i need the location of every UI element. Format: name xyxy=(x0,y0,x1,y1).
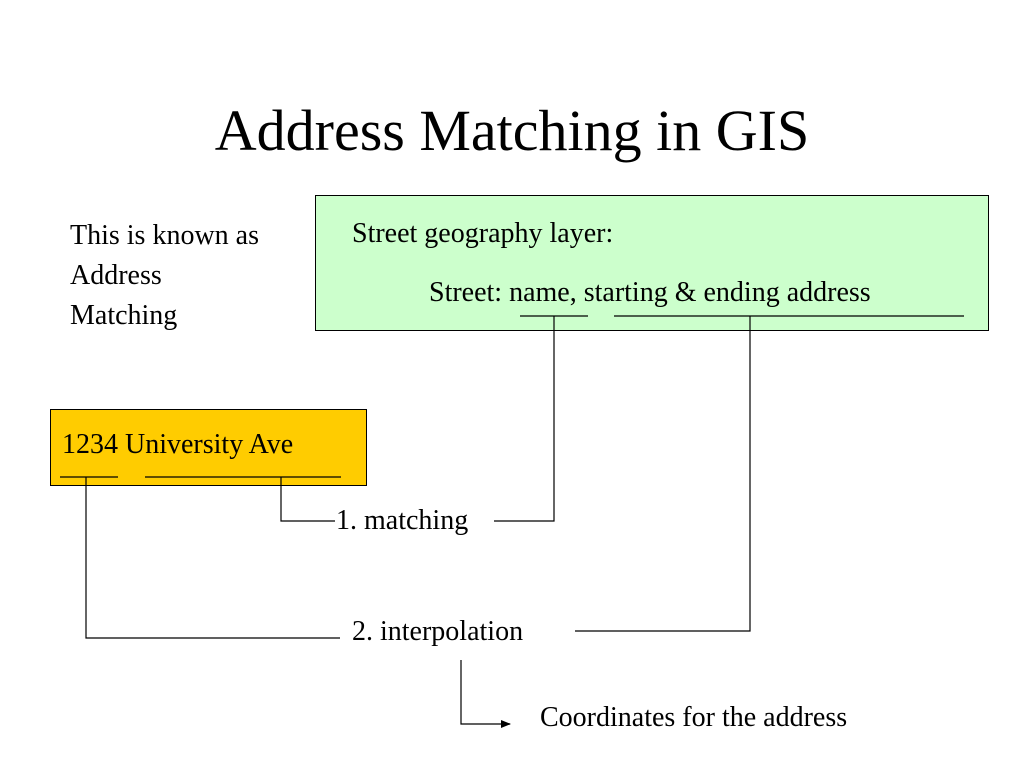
result-arrow xyxy=(460,660,511,728)
matching-connector-left xyxy=(280,477,335,522)
input-address-text: 1234 University Ave xyxy=(62,429,294,460)
note-line-1: This is known as xyxy=(70,220,259,251)
result-coordinates-label: Coordinates for the address xyxy=(540,702,848,733)
address-matching-note: This is known as Address Matching xyxy=(70,216,320,336)
matching-connector-right xyxy=(494,316,555,522)
matching-step-label: 1. matching xyxy=(336,505,469,536)
slide-title: Address Matching in GIS xyxy=(214,98,810,163)
interpolation-connector-left xyxy=(85,477,340,639)
interpolation-connector-right xyxy=(575,316,751,632)
note-line-3: Matching xyxy=(70,300,178,331)
note-line-2: Address xyxy=(70,260,162,291)
input-address-box xyxy=(50,409,367,486)
street-layer-fields: Street: name, starting & ending address xyxy=(429,277,871,308)
street-layer-heading: Street geography layer: xyxy=(352,218,614,249)
street-geography-layer-box xyxy=(315,195,989,331)
interpolation-step-label: 2. interpolation xyxy=(352,616,524,647)
